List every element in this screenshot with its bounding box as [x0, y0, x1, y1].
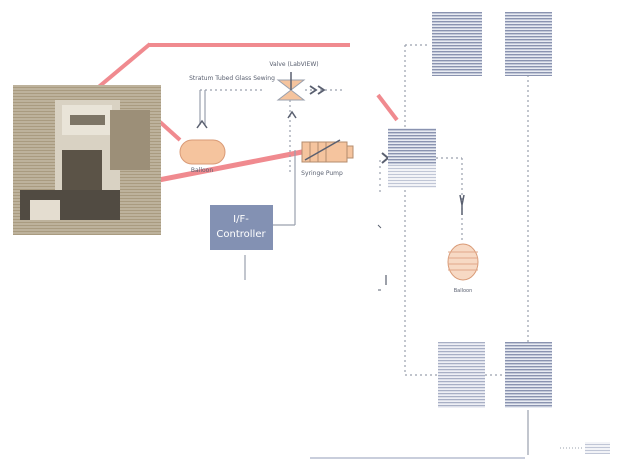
lung-label: Balloon	[454, 288, 473, 294]
middle-module-box	[388, 128, 436, 188]
syringe-icon	[302, 140, 353, 162]
lung-icon	[448, 244, 478, 280]
bottom-right-box	[505, 342, 552, 408]
legend-box	[585, 442, 610, 454]
tubing-label: Stratum Tubed Glass Sewing	[189, 75, 275, 82]
valve-icon	[278, 72, 316, 118]
controller-label-line1: I/F-	[233, 214, 249, 225]
bottom-left-box	[438, 342, 485, 408]
valve-label: Valve (LabVIEW)	[269, 61, 318, 68]
top-right-box	[505, 12, 552, 76]
arrow-right-icon	[382, 153, 388, 163]
tick-mark	[378, 225, 381, 228]
controller-label-line2: Controller	[216, 229, 266, 240]
syringe-label: Syringe Pump	[301, 170, 343, 177]
photo-to-balloon-line	[160, 122, 180, 140]
balloon-icon	[180, 121, 225, 164]
photo-to-valve-line	[95, 44, 150, 90]
controller-box: I/F- Controller	[210, 205, 273, 250]
balloon-label: Balloon	[191, 167, 213, 174]
red-line-to-module	[378, 95, 397, 120]
top-left-box	[432, 12, 482, 76]
hardware-photo	[13, 85, 161, 235]
